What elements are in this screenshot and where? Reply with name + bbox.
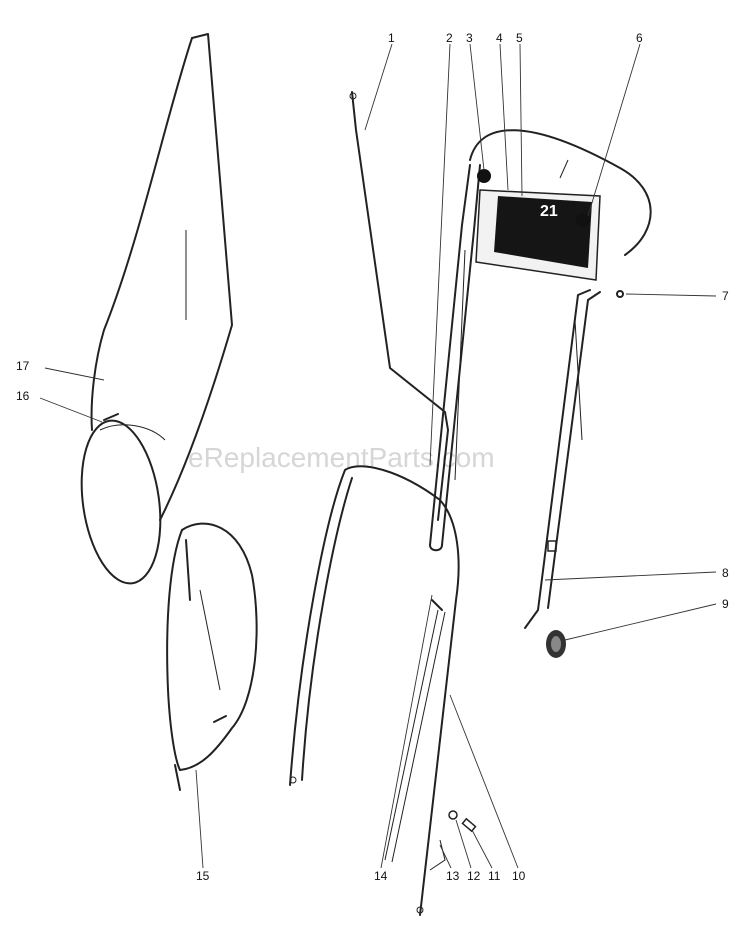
callout-15: 15 bbox=[196, 869, 210, 883]
callout-13: 13 bbox=[446, 869, 460, 883]
callout-9: 9 bbox=[722, 597, 729, 611]
callout-11: 11 bbox=[488, 869, 501, 883]
clip bbox=[547, 540, 557, 552]
callout-4: 4 bbox=[496, 31, 503, 45]
grass-bag bbox=[80, 33, 233, 585]
panel-number: 21 bbox=[540, 203, 558, 220]
leader-lines bbox=[39, 43, 717, 869]
callout-17: 17 bbox=[16, 359, 30, 373]
callout-10: 10 bbox=[512, 869, 526, 883]
lower-handle bbox=[289, 465, 460, 916]
knob bbox=[546, 630, 566, 658]
callout-5: 5 bbox=[516, 31, 523, 45]
callout-1: 1 bbox=[388, 31, 395, 45]
small-hardware bbox=[429, 810, 477, 871]
callout-14: 14 bbox=[374, 869, 388, 883]
callout-12: 12 bbox=[467, 869, 481, 883]
watermark: eReplacementParts.com bbox=[188, 442, 495, 473]
callout-labels: 1 2 3 4 5 6 7 8 9 10 11 12 13 14 15 16 1… bbox=[16, 31, 729, 883]
callout-8: 8 bbox=[722, 566, 729, 580]
upper-handle bbox=[429, 129, 652, 629]
callout-16: 16 bbox=[16, 389, 30, 403]
bag-frame bbox=[166, 522, 258, 791]
callout-7: 7 bbox=[722, 289, 729, 303]
callout-6: 6 bbox=[636, 31, 643, 45]
control-rod bbox=[349, 91, 449, 521]
callout-3: 3 bbox=[466, 31, 473, 45]
callout-2: 2 bbox=[446, 31, 453, 45]
instruction-panel: 21 bbox=[475, 159, 601, 281]
screw bbox=[616, 290, 624, 298]
